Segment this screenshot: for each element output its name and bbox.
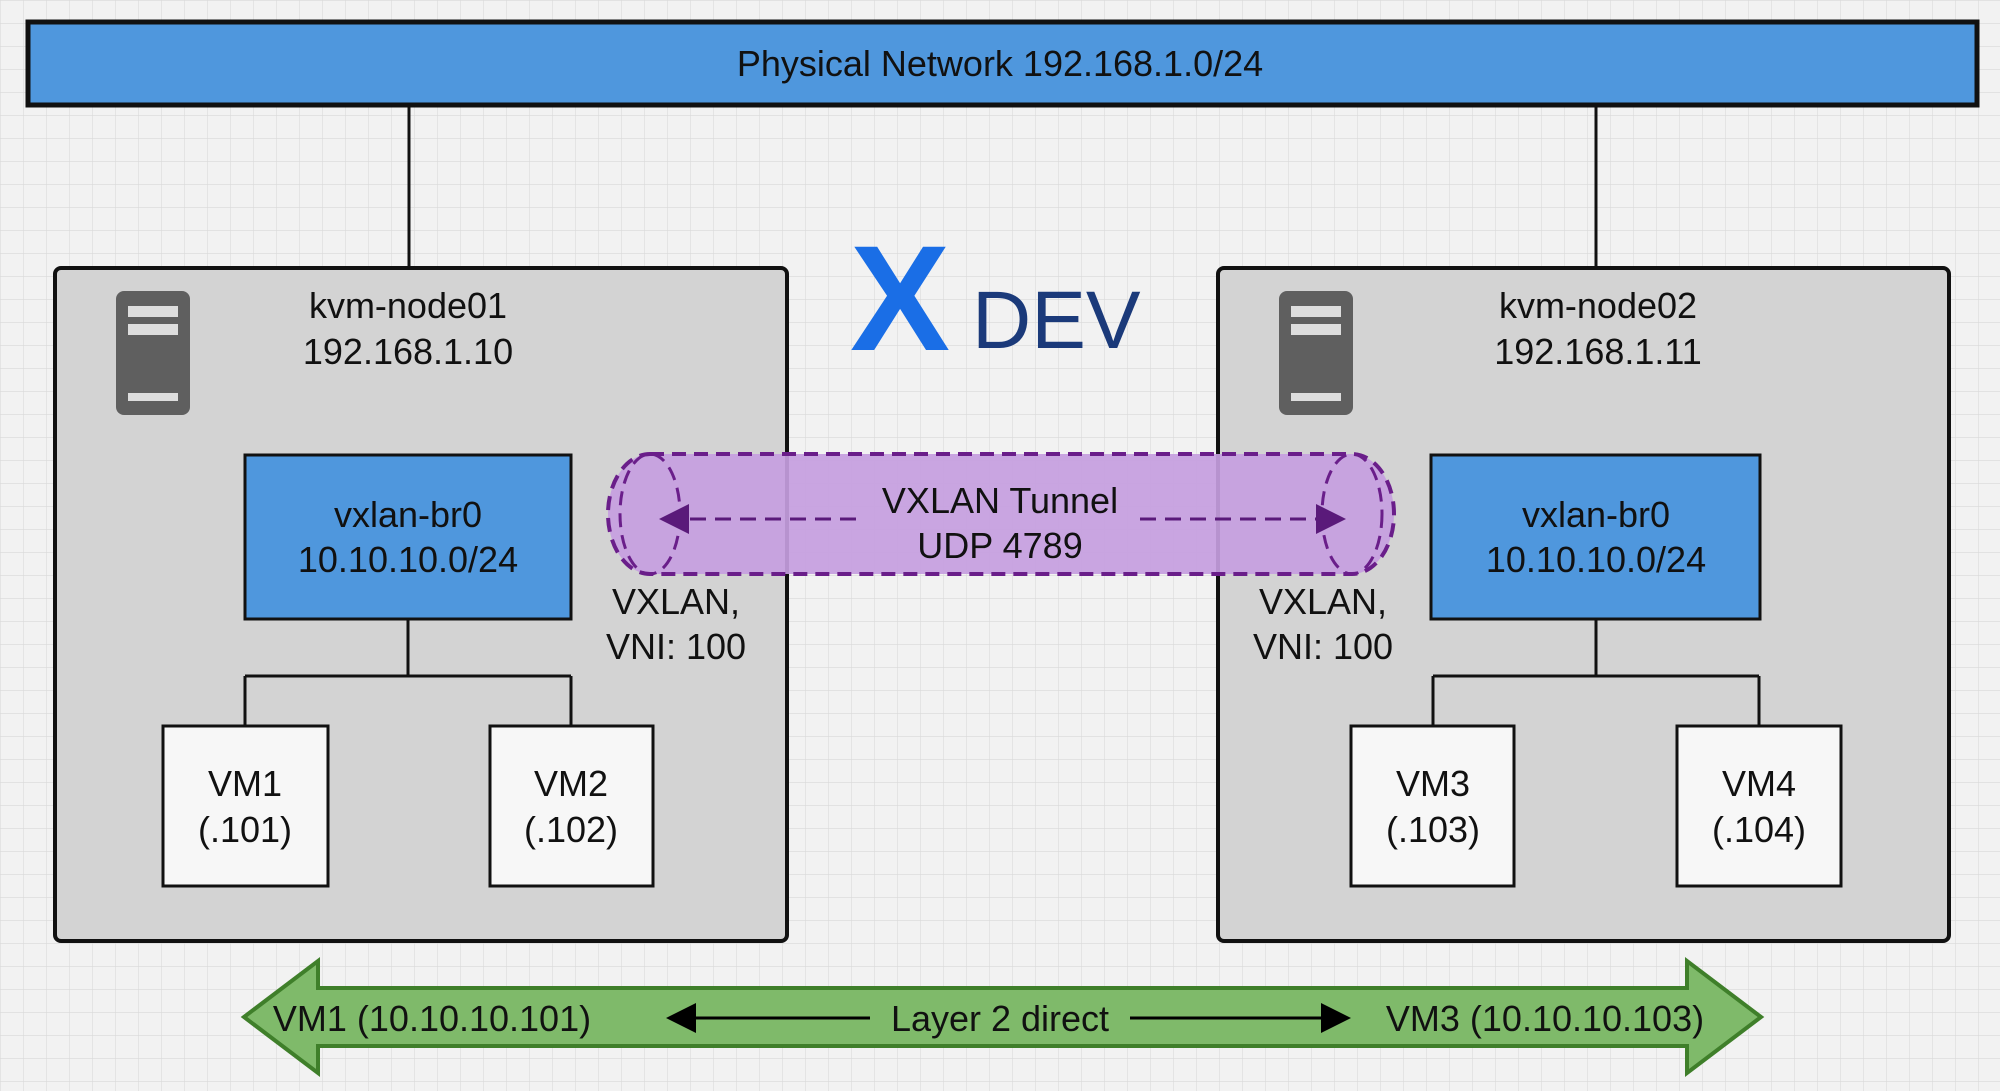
vm-ip: (.102) xyxy=(524,809,618,850)
vm-vm2[interactable]: VM2 (.102) xyxy=(488,724,655,888)
tunnel-port: UDP 4789 xyxy=(917,525,1082,566)
vm-name: VM1 xyxy=(208,763,282,804)
host-ip: 192.168.1.11 xyxy=(1494,331,1702,372)
bridge-vxlan-br0[interactable]: vxlan-br0 10.10.10.0/24 xyxy=(243,453,573,621)
physical-network-label: Physical Network 192.168.1.0/24 xyxy=(737,43,1263,84)
logo-mark: X xyxy=(850,214,950,382)
server-icon xyxy=(1279,291,1353,415)
bridge-links xyxy=(243,619,573,726)
vni-label: VNI: 100 xyxy=(606,626,746,667)
vm-ip: (.103) xyxy=(1386,809,1480,850)
host-name: kvm-node02 xyxy=(1499,285,1697,326)
vm-name: VM4 xyxy=(1722,763,1796,804)
logo-text: DEV xyxy=(972,275,1141,366)
vm-vm1[interactable]: VM1 (.101) xyxy=(161,724,330,888)
physical-network-bar[interactable]: Physical Network 192.168.1.0/24 xyxy=(25,19,1980,108)
server-icon xyxy=(116,291,190,415)
bridge-vxlan-br0[interactable]: vxlan-br0 10.10.10.0/24 xyxy=(1429,453,1762,621)
vni-label: VNI: 100 xyxy=(1253,626,1393,667)
bridge-name: vxlan-br0 xyxy=(334,494,482,535)
vxlan-label: VXLAN, xyxy=(1259,581,1387,622)
host-kvm-node02[interactable]: kvm-node02 192.168.1.11 vxlan-br0 10.10.… xyxy=(1216,266,1951,943)
vxlan-tunnel[interactable]: VXLAN Tunnel UDP 4789 xyxy=(606,452,1396,576)
l2-left-label: VM1 (10.10.10.101) xyxy=(273,998,591,1039)
bridge-subnet: 10.10.10.0/24 xyxy=(1486,539,1706,580)
bridge-name: vxlan-br0 xyxy=(1522,494,1670,535)
tunnel-label: VXLAN Tunnel xyxy=(882,480,1118,521)
host-name: kvm-node01 xyxy=(309,285,507,326)
vxlan-label: VXLAN, xyxy=(612,581,740,622)
vm-ip: (.104) xyxy=(1712,809,1806,850)
l2-center-label: Layer 2 direct xyxy=(891,998,1109,1039)
vm-vm3[interactable]: VM3 (.103) xyxy=(1349,724,1516,888)
bridge-links xyxy=(1431,619,1761,726)
host-ip: 192.168.1.10 xyxy=(303,331,513,372)
host-kvm-node01[interactable]: kvm-node01 192.168.1.10 vxlan-br0 10.10.… xyxy=(53,266,789,943)
vm-name: VM3 xyxy=(1396,763,1470,804)
vm-name: VM2 xyxy=(534,763,608,804)
vm-vm4[interactable]: VM4 (.104) xyxy=(1675,724,1843,888)
bridge-subnet: 10.10.10.0/24 xyxy=(298,539,518,580)
layer2-arrow: VM1 (10.10.10.101) Layer 2 direct VM3 (1… xyxy=(240,956,1765,1078)
vm-ip: (.101) xyxy=(198,809,292,850)
l2-right-label: VM3 (10.10.10.103) xyxy=(1386,998,1704,1039)
xdev-logo: X DEV xyxy=(850,214,1141,382)
